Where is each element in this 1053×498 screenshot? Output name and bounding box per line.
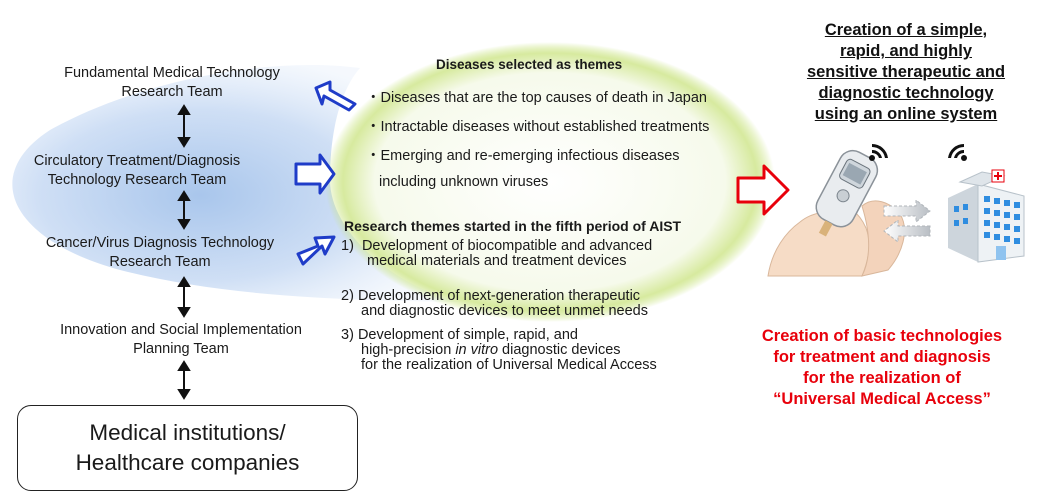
- team-label-line2: Planning Team: [133, 341, 229, 357]
- team-fundamental: Fundamental Medical Technology Research …: [22, 64, 322, 102]
- research-themes-title: Research themes started in the fifth per…: [344, 218, 682, 234]
- title-line: rapid, and highly: [839, 42, 972, 60]
- theme-line3: for the realization of Universal Medical…: [361, 357, 657, 373]
- team-innovation: Innovation and Social Implementation Pla…: [31, 321, 331, 359]
- team-label-line2: Research Team: [109, 254, 211, 270]
- theme-line2: high-precision in vitro diagnostic devic…: [361, 342, 621, 358]
- blue-arrow-right: [294, 153, 336, 195]
- blue-arrow-diagonal: [314, 80, 357, 112]
- research-theme-1: 1) Development of biocompatible and adva…: [341, 239, 652, 269]
- red-line: for the realization of: [803, 369, 961, 387]
- red-line: Creation of basic technologies: [761, 327, 1003, 345]
- green-halo: [325, 42, 775, 322]
- double-arrow: [177, 104, 191, 148]
- theme-line1: Development of biocompatible and advance…: [361, 238, 653, 254]
- theme-line2: medical materials and treatment devices: [367, 253, 627, 269]
- exchange-arrow-left: [883, 218, 931, 244]
- theme-number: 3): [341, 327, 354, 343]
- disease-item: ・Intractable diseases without establishe…: [366, 119, 710, 135]
- online-system-title: Creation of a simple, rapid, and highly …: [780, 20, 1032, 125]
- universal-medical-access-text: Creation of basic technologies for treat…: [722, 326, 1042, 410]
- team-label-line1: Innovation and Social Implementation: [60, 322, 302, 338]
- red-line: “Universal Medical Access”: [773, 390, 991, 408]
- double-arrow: [177, 360, 191, 400]
- team-label-line1: Cancer/Virus Diagnosis Technology: [45, 235, 275, 251]
- theme-line2-post: diagnostic devices: [498, 342, 621, 358]
- hospital-icon: [948, 169, 1025, 263]
- theme-line2: and diagnostic devices to meet unmet nee…: [361, 303, 648, 319]
- disease-item: ・Diseases that are the top causes of dea…: [366, 90, 707, 106]
- title-line: sensitive therapeutic and: [806, 63, 1006, 81]
- team-label-line1: Fundamental Medical Technology: [64, 65, 280, 81]
- title-line: diagnostic technology: [818, 84, 994, 102]
- team-circulatory: Circulatory Treatment/Diagnosis Technolo…: [0, 152, 287, 190]
- title-line: Creation of a simple,: [824, 21, 988, 39]
- team-label-line1: Circulatory Treatment/Diagnosis: [33, 153, 241, 169]
- diseases-title: Diseases selected as themes: [436, 57, 623, 72]
- blue-arrow-up-right: [296, 235, 336, 266]
- disease-item: ・Emerging and re-emerging infectious dis…: [366, 148, 680, 164]
- theme-number: 1): [341, 238, 354, 254]
- wifi-icon: [948, 143, 967, 161]
- double-arrow: [177, 276, 191, 318]
- research-theme-2: 2) Development of next-generation therap…: [341, 289, 648, 319]
- double-arrow: [177, 190, 191, 230]
- red-line: for treatment and diagnosis: [773, 348, 991, 366]
- team-label-line2: Research Team: [121, 84, 223, 100]
- research-theme-3: 3) Development of simple, rapid, and hig…: [341, 328, 657, 373]
- team-cancer-virus: Cancer/Virus Diagnosis Technology Resear…: [10, 234, 310, 272]
- theme-line1: Development of next-generation therapeut…: [357, 288, 641, 304]
- exchange-arrow-right: [883, 198, 931, 224]
- medical-box-line1: Medical institutions/: [89, 420, 286, 445]
- medical-institutions-box: Medical institutions/ Healthcare compani…: [17, 405, 358, 491]
- medical-box-line2: Healthcare companies: [75, 450, 300, 475]
- title-line: using an online system: [814, 105, 998, 123]
- theme-line1: Development of simple, rapid, and: [357, 327, 578, 343]
- team-label-line2: Technology Research Team: [47, 172, 227, 188]
- disease-item-continuation: including unknown viruses: [379, 174, 549, 190]
- red-arrow-right: [736, 164, 790, 216]
- theme-number: 2): [341, 288, 354, 304]
- theme-line2-italic: in vitro: [455, 342, 499, 358]
- diagnostic-device-illustration: [767, 143, 1025, 277]
- wifi-icon: [869, 143, 888, 161]
- theme-line2-pre: high-precision: [361, 342, 456, 358]
